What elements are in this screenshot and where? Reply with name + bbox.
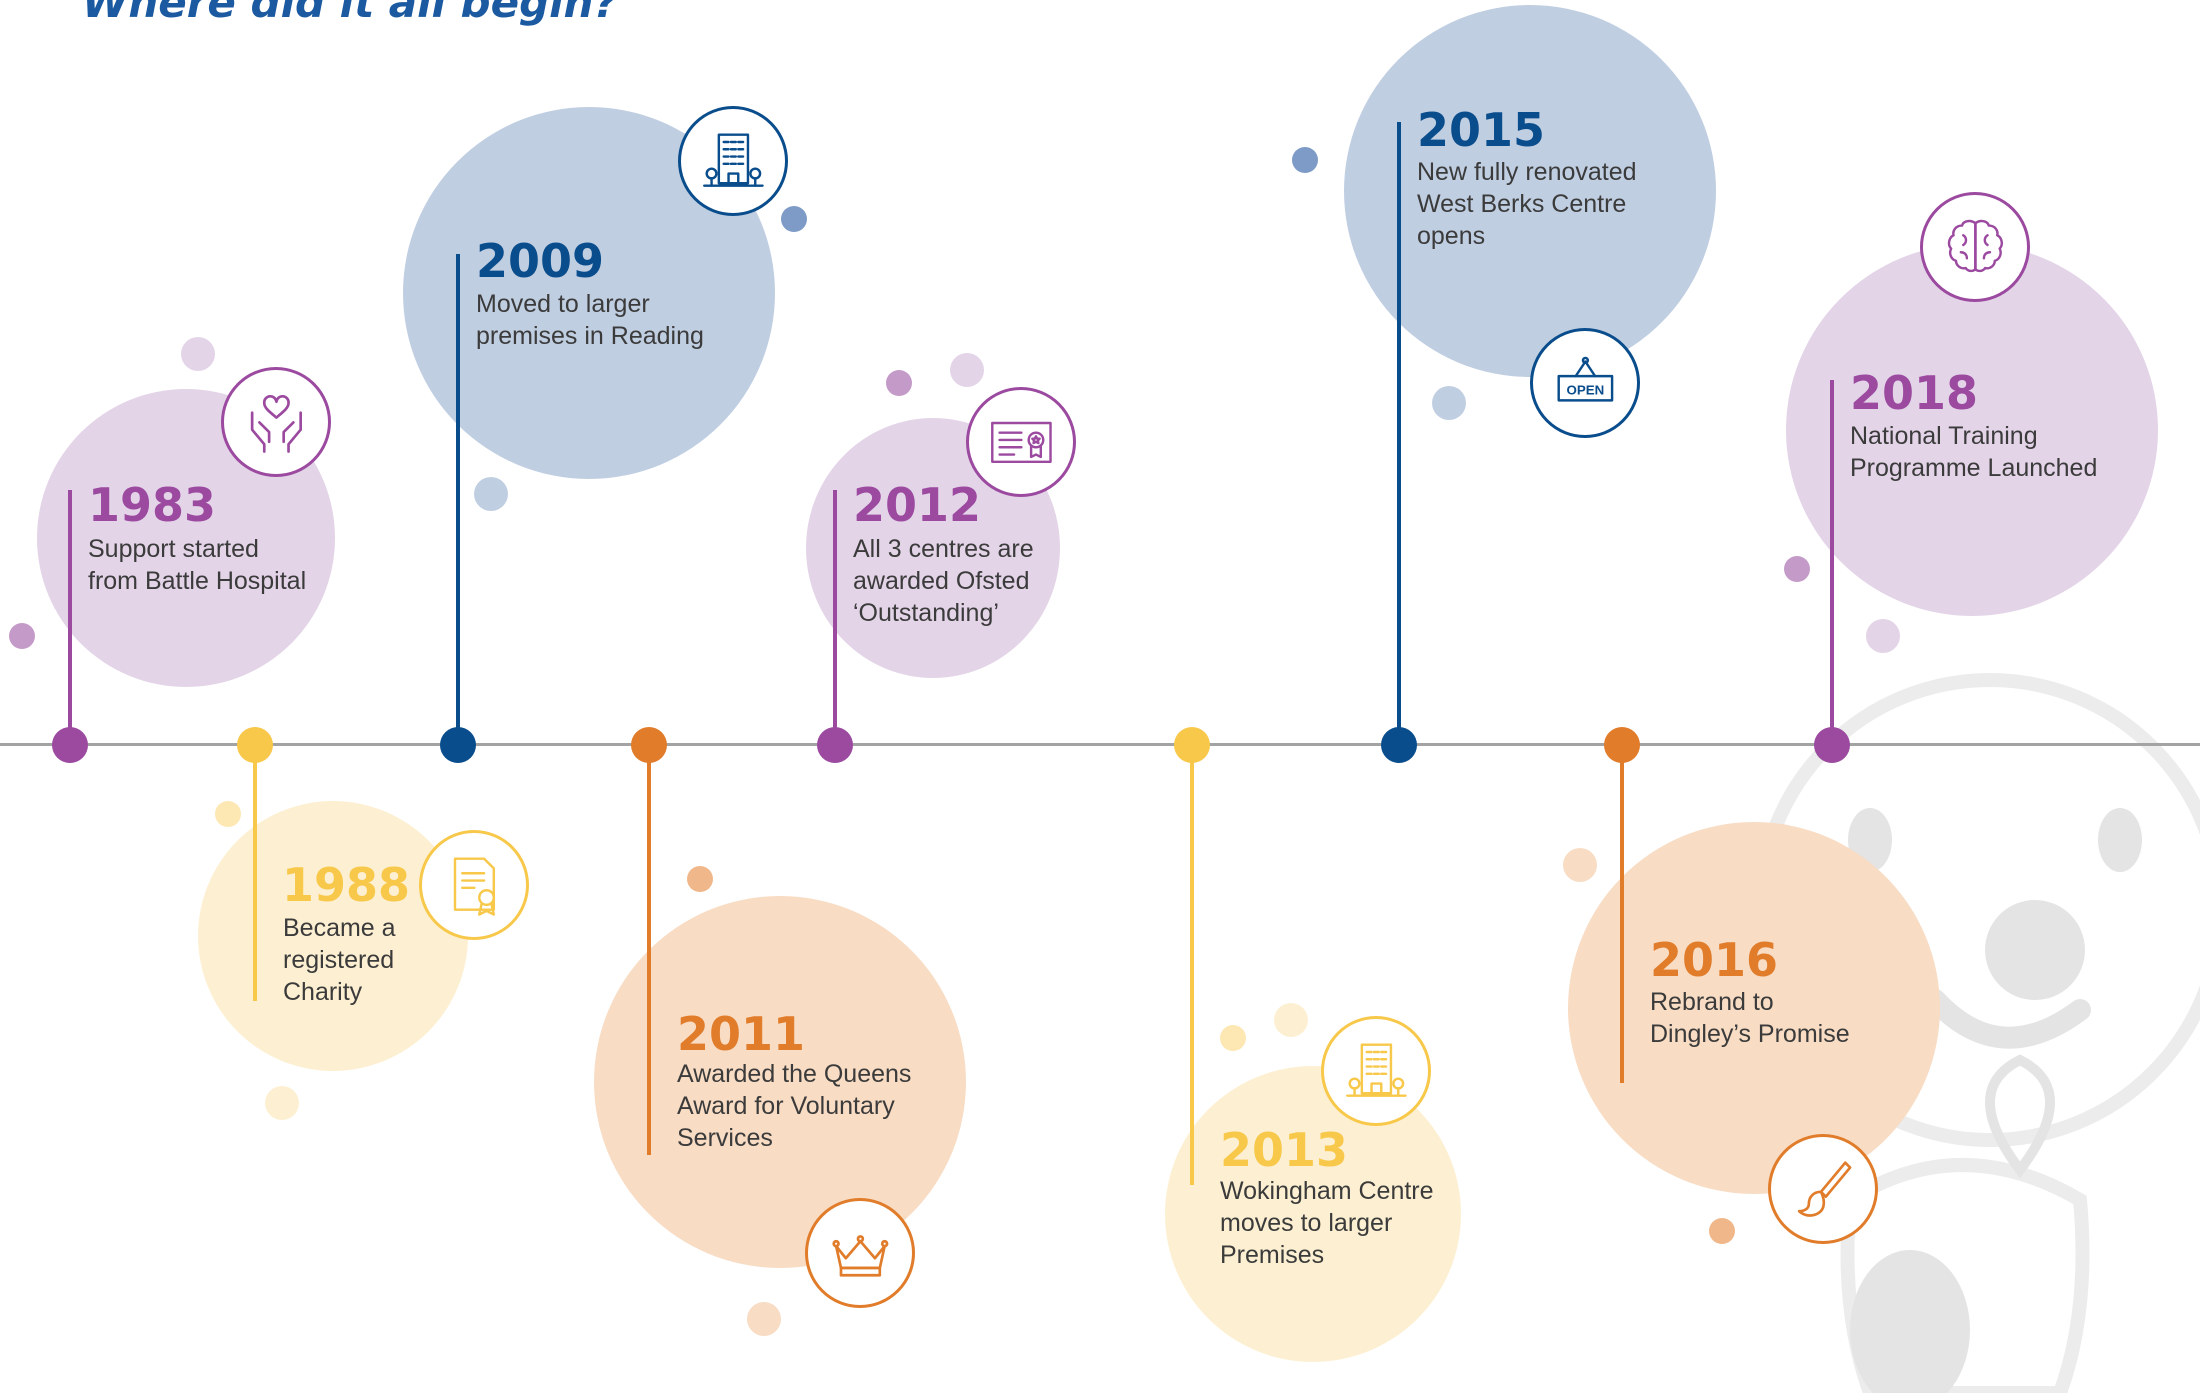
decorative-dot [1292,147,1318,173]
event-description: Rebrand to Dingley’s Promise [1650,988,1850,1048]
timeline-node [817,727,853,763]
decorative-dot [1220,1025,1246,1051]
timeline-node [1604,727,1640,763]
timeline-axis [0,743,2200,746]
event-year: 2013 [1220,1123,1349,1177]
timeline-node [631,727,667,763]
decorative-dot [1784,556,1810,582]
event-stem [1397,122,1401,745]
decorative-dot [265,1086,299,1120]
award-certificate-icon [966,387,1076,497]
event-year: 2016 [1650,933,1779,987]
building-icon [678,106,788,216]
svg-text:OPEN: OPEN [1566,382,1604,397]
decorative-dot [474,477,508,511]
event-year: 2012 [853,478,982,532]
heart-hands-icon [221,367,331,477]
event-stem [456,254,460,745]
event-year: 2011 [677,1007,806,1061]
event-year: 1988 [282,858,411,912]
decorative-dot [1274,1003,1308,1037]
brain-icon [1920,192,2030,302]
timeline-node [1814,727,1850,763]
event-description: Wokingham Centre moves to larger Premise… [1220,1177,1434,1269]
event-stem [253,745,257,1001]
decorative-dot [215,801,241,827]
event-stem [1830,380,1834,745]
paintbrush-icon [1768,1134,1878,1244]
timeline-node [237,727,273,763]
decorative-dot [781,206,807,232]
timeline-node [1174,727,1210,763]
event-description: Support started from Battle Hospital [88,535,307,595]
decorative-dot [950,353,984,387]
crown-icon [805,1198,915,1308]
decorative-dot [1709,1218,1735,1244]
event-description: Became a registered Charity [283,914,396,1006]
event-year: 2018 [1850,366,1979,420]
event-description: All 3 centres are awarded Ofsted ‘Outsta… [853,535,1034,627]
event-bubble [594,896,966,1268]
decorative-dot [747,1302,781,1336]
building-icon [1321,1016,1431,1126]
event-description: Moved to larger premises in Reading [476,290,704,350]
certificate-icon [419,830,529,940]
event-stem [833,490,837,745]
event-stem [68,490,72,745]
event-bubble [198,801,468,1071]
open-sign-icon: OPEN [1530,328,1640,438]
decorative-dot [1866,619,1900,653]
timeline-node [52,727,88,763]
event-stem [1190,745,1194,1185]
decorative-dot [1563,848,1597,882]
event-year: 2015 [1417,103,1546,157]
event-stem [1620,745,1624,1083]
page-title: Where did it all begin? [82,0,618,27]
event-year: 2009 [476,234,605,288]
event-bubble [1568,822,1940,1194]
event-bubble [1165,1066,1461,1362]
decorative-dot [687,866,713,892]
event-bubble [1786,244,2158,616]
decorative-dot [9,623,35,649]
event-stem [647,745,651,1155]
timeline-node [1381,727,1417,763]
event-year: 1983 [88,478,217,532]
event-description: Awarded the Queens Award for Voluntary S… [677,1060,912,1152]
decorative-dot [886,370,912,396]
decorative-dot [1432,386,1466,420]
event-description: New fully renovated West Berks Centre op… [1417,158,1637,250]
decorative-dot [181,337,215,371]
teddy-bear-watermark [1760,673,2200,1393]
event-description: National Training Programme Launched [1850,422,2098,482]
event-bubble [1344,5,1716,377]
timeline-node [440,727,476,763]
